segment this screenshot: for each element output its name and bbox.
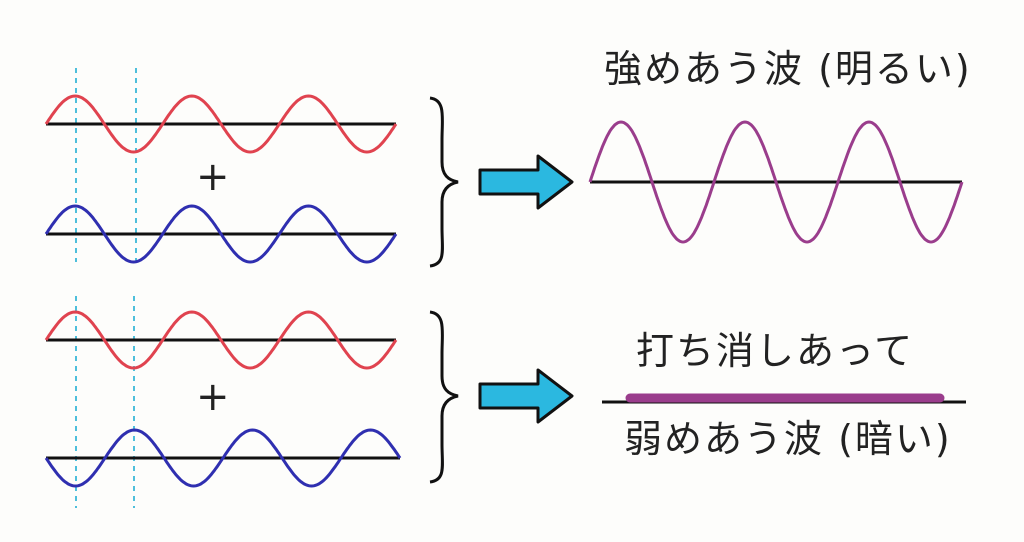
right-curly-brace-icon <box>429 96 459 268</box>
right-arrow-icon <box>478 154 574 210</box>
wave-a <box>44 94 398 154</box>
destructive-label-top: 打ち消しあって <box>636 329 914 373</box>
right-curly-brace-icon-2 <box>429 310 459 484</box>
result-wave-amplified <box>588 120 964 244</box>
destructive-label-bottom: 弱めあう波 (暗い) <box>624 417 952 461</box>
wave-b-2 <box>44 428 402 488</box>
plus-symbol-top: + <box>196 154 232 200</box>
wave-a-2 <box>44 310 398 370</box>
destructive-group: + 打ち消しあって 弱めあう波 (暗い) <box>44 296 966 508</box>
plus-symbol-bottom: + <box>196 374 232 420</box>
constructive-label: 強めあう波 (明るい) <box>604 47 972 91</box>
constructive-group: + 強めあう波 (明るい) <box>44 47 972 268</box>
wave-b <box>44 204 398 264</box>
right-arrow-icon-2 <box>478 368 574 424</box>
